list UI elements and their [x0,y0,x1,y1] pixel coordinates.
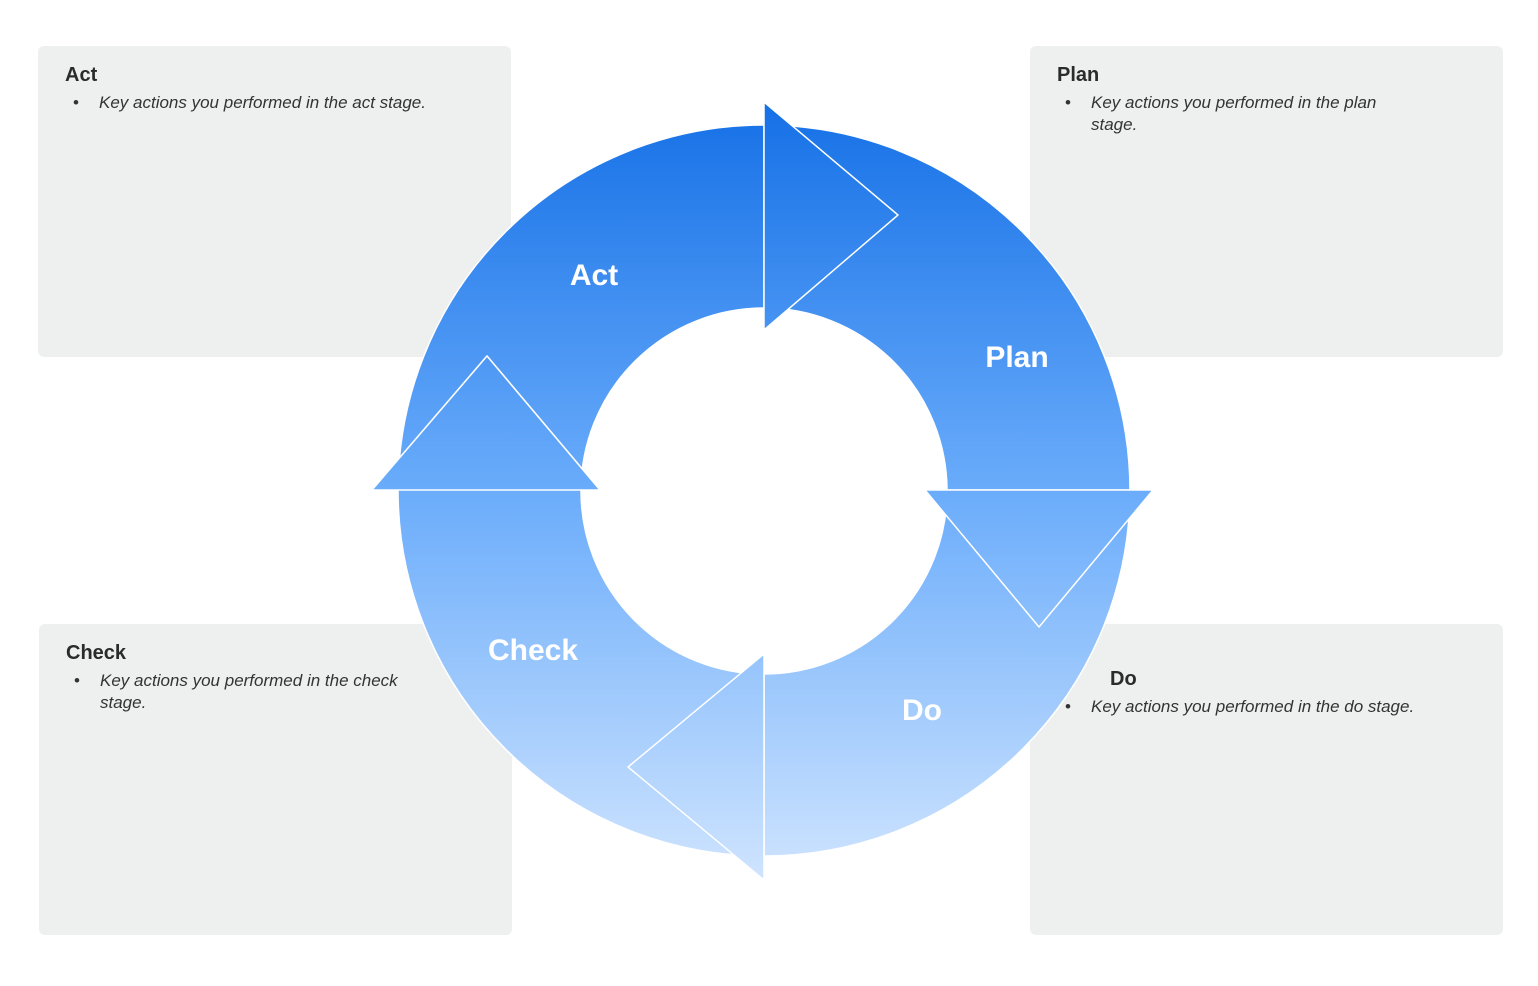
act-stage-label: Act [570,259,618,292]
check-arrow-head [371,355,601,491]
check-notes-panel: Check Key actions you performed in the c… [39,624,512,935]
do-arrow-head [627,653,765,881]
check-stage-label: Check [488,634,578,667]
act-note-item: Key actions you performed in the act sta… [65,92,485,114]
plan-panel-title: Plan [1057,64,1100,86]
plan-stage-label: Plan [985,341,1048,374]
check-note-item: Key actions you performed in the check s… [66,670,416,714]
plan-notes-panel: Plan Key actions you performed in the pl… [1030,46,1503,357]
act-arrow-head [763,101,899,331]
act-notes-list: Key actions you performed in the act sta… [65,92,485,114]
do-stage-label: Do [902,694,942,727]
do-notes-panel: Do Key actions you performed in the do s… [1030,624,1503,935]
do-notes-list: Key actions you performed in the do stag… [1057,696,1487,718]
plan-note-item: Key actions you performed in the plan st… [1057,92,1397,136]
do-panel-title: Do [1110,668,1137,690]
check-panel-title: Check [66,642,127,664]
do-note-item: Key actions you performed in the do stag… [1057,696,1487,718]
plan-arrow-head [924,489,1154,628]
plan-notes-list: Key actions you performed in the plan st… [1057,92,1397,136]
act-panel-title: Act [65,64,98,86]
act-notes-panel: Act Key actions you performed in the act… [38,46,511,357]
check-notes-list: Key actions you performed in the check s… [66,670,416,714]
